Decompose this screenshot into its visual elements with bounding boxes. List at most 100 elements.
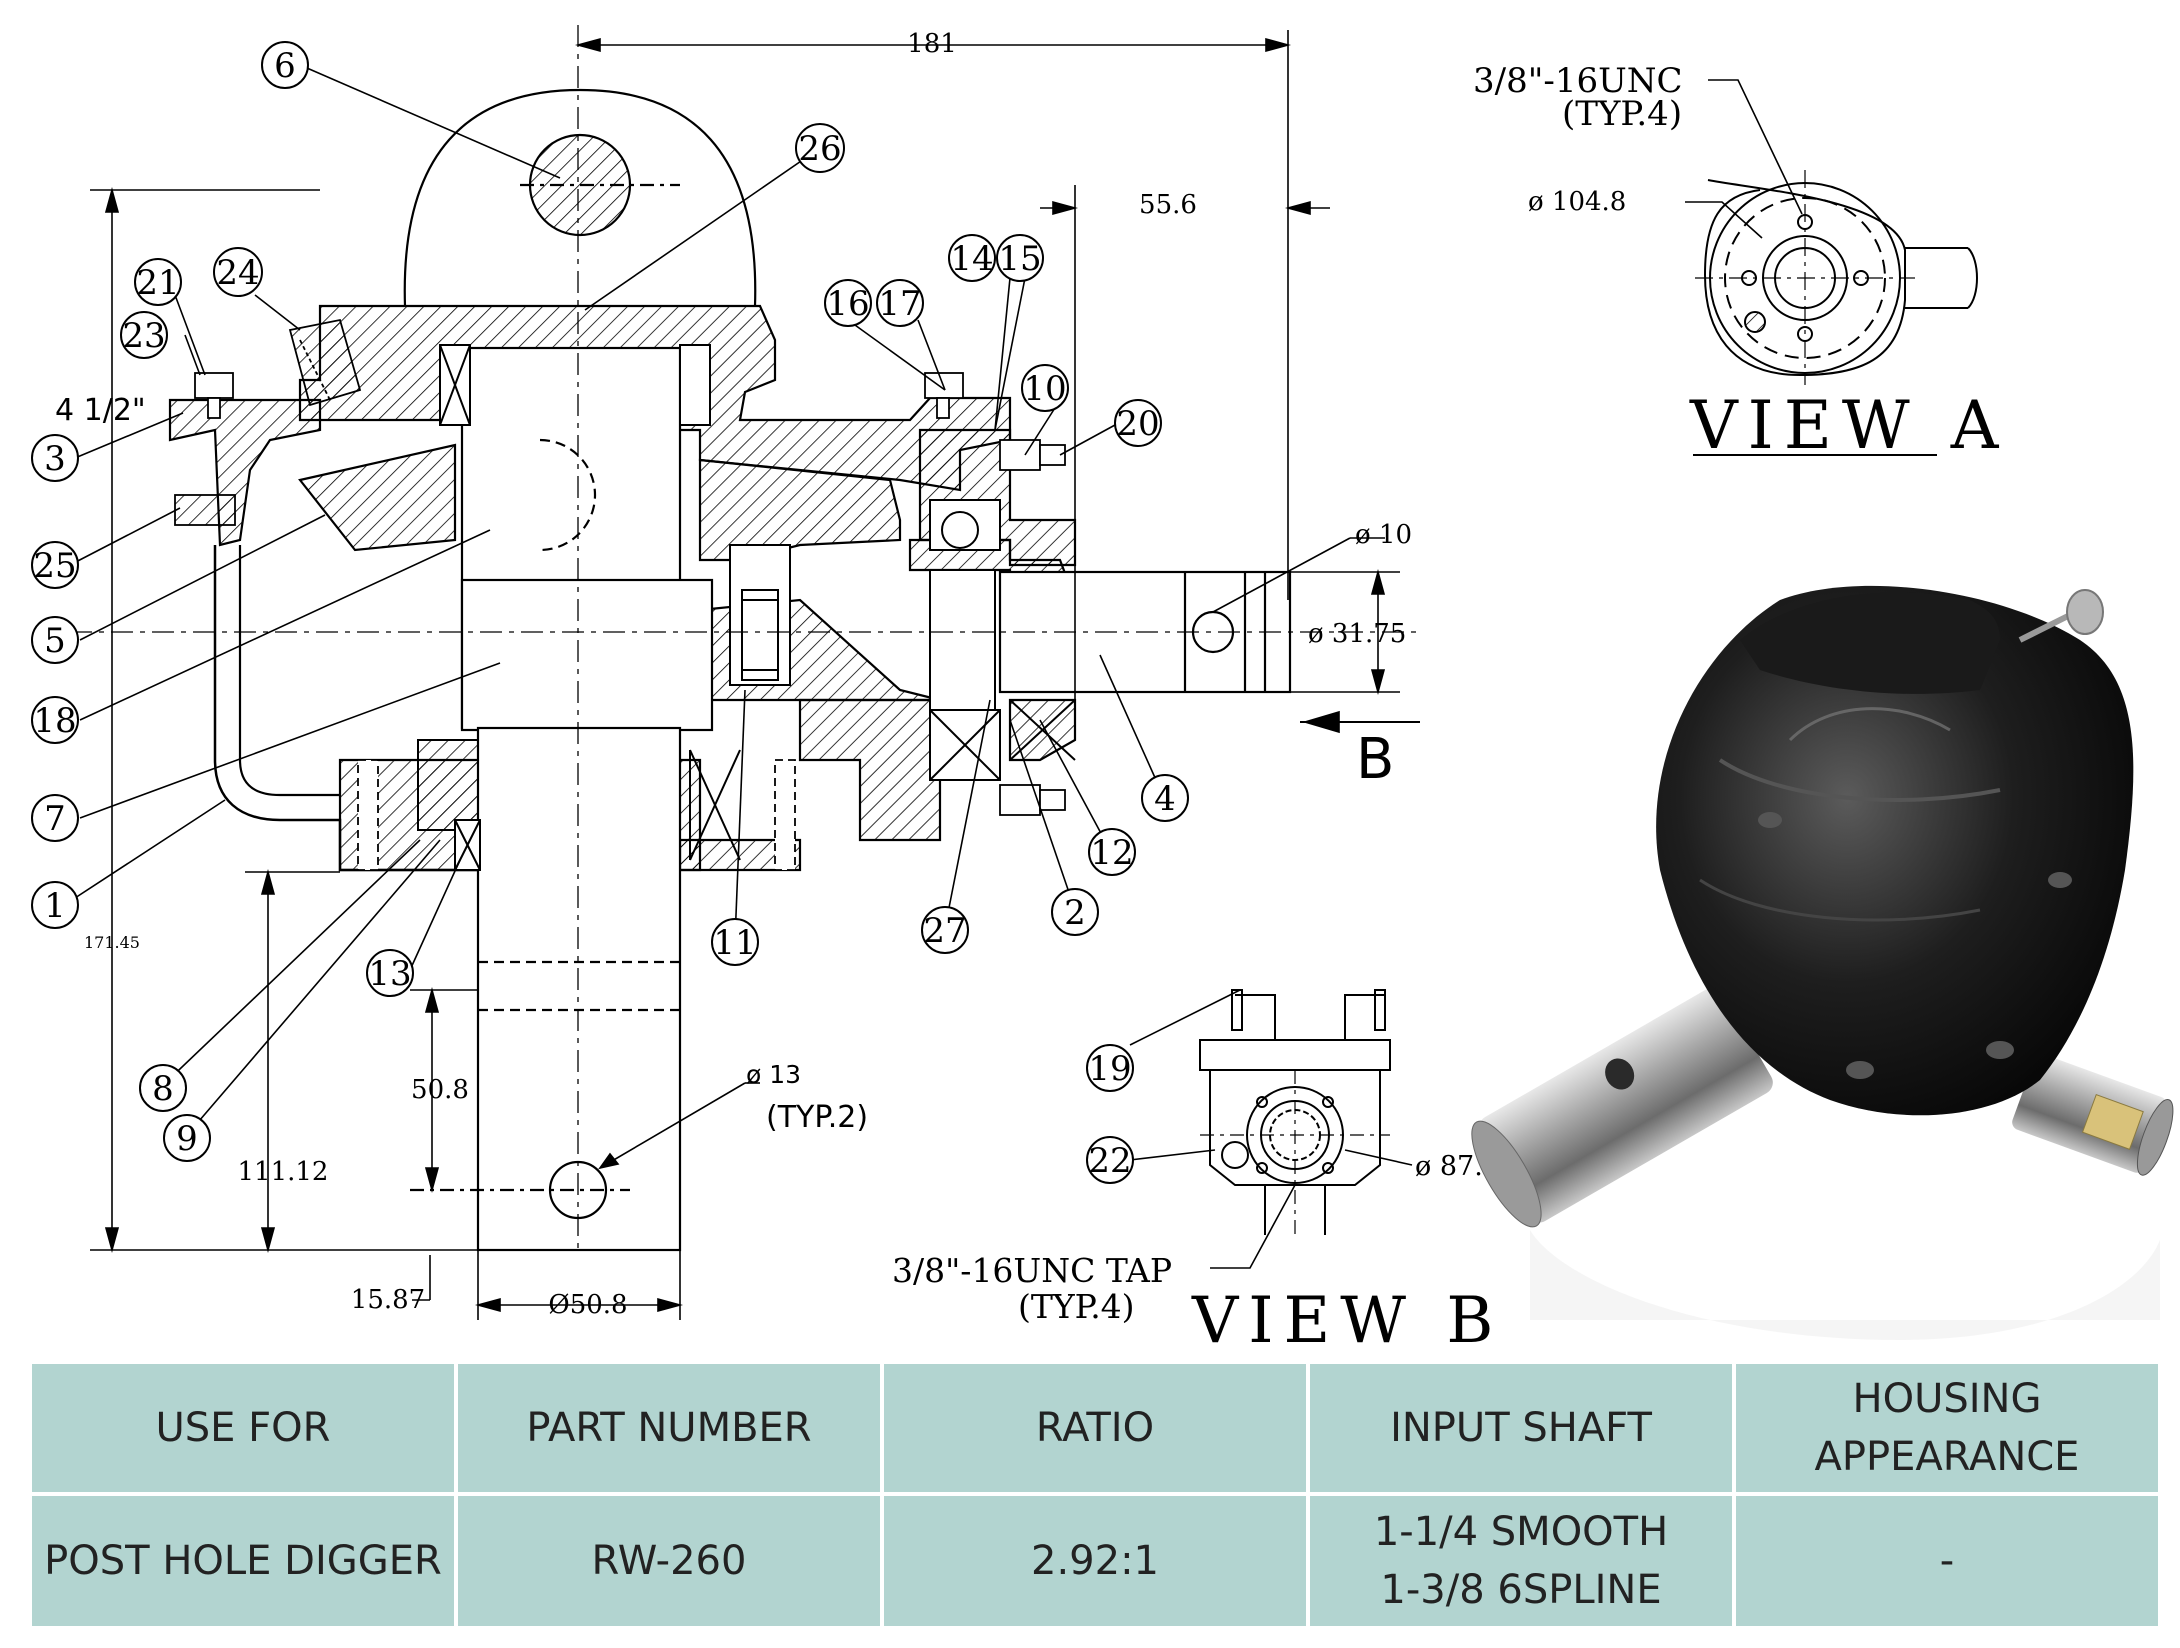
- balloon-7: 7: [31, 794, 79, 842]
- view-b-tap-typ: (TYP.4): [1018, 1287, 1135, 1326]
- dim-pin-diameter: ø 10: [1355, 520, 1412, 550]
- balloon-25: 25: [31, 541, 79, 589]
- svg-text:26: 26: [798, 129, 841, 169]
- svg-text:14: 14: [950, 239, 993, 279]
- svg-text:21: 21: [136, 263, 179, 303]
- balloon-23: 23: [120, 311, 168, 359]
- view-a-labels: 3/8"-16UNC (TYP.4) ø 104.8 VIEW A: [1473, 61, 2008, 464]
- svg-text:19: 19: [1088, 1049, 1131, 1089]
- breather-plug: [288, 318, 362, 407]
- drain-plug: [174, 494, 236, 526]
- view-a-thread: 3/8"-16UNC: [1473, 61, 1683, 101]
- svg-text:9: 9: [176, 1119, 198, 1159]
- header-ratio: RATIO: [880, 1360, 1310, 1496]
- view-b-arrow-label: B: [1356, 727, 1394, 792]
- needle-bearing: [689, 544, 791, 861]
- view-b: [1199, 989, 1413, 1269]
- output-shaft: [476, 726, 682, 1252]
- balloon-19: 19: [1086, 1044, 1134, 1092]
- balloon-27: 27: [921, 906, 969, 954]
- balloon-18: 18: [31, 696, 79, 744]
- view-a-title: VIEW A: [1689, 387, 2008, 464]
- balloon-12: 12: [1088, 828, 1136, 876]
- dim-input-diameter: ø 31.75: [1308, 619, 1406, 649]
- view-b-tap: 3/8"-16UNC TAP: [892, 1251, 1172, 1290]
- dim-end-offset: 15.87: [351, 1285, 425, 1315]
- balloon-20: 20: [1114, 399, 1162, 447]
- balloon-8: 8: [139, 1064, 187, 1112]
- svg-text:23: 23: [122, 316, 165, 356]
- balloon-leaders: [69, 64, 1241, 1161]
- input-shaft-line-1: 1-1/4 SMOOTH: [1373, 1509, 1669, 1555]
- svg-text:27: 27: [923, 911, 966, 951]
- input-shaft-line-2: 1-3/8 6SPLINE: [1380, 1567, 1662, 1613]
- spec-table: USE FOR PART NUMBER RATIO INPUT SHAFT HO…: [28, 1360, 2162, 1630]
- dim-hole-diameter: ø 13: [746, 1060, 801, 1089]
- svg-text:4: 4: [1154, 779, 1176, 819]
- balloon-16: 16: [824, 279, 872, 327]
- svg-text:10: 10: [1023, 369, 1066, 409]
- dim-bore-to-end: 50.8: [411, 1075, 469, 1105]
- header-use-for: USE FOR: [28, 1360, 458, 1496]
- svg-text:11: 11: [713, 923, 756, 963]
- dim-input-offset: 55.6: [1139, 190, 1197, 220]
- header-housing-appearance: HOUSING APPEARANCE: [1732, 1360, 2162, 1496]
- photo-output-shaft: [1479, 987, 1773, 1223]
- balloon-17: 17: [876, 279, 924, 327]
- balloon-2: 2: [1051, 888, 1099, 936]
- dim-overall-width: 181: [907, 29, 957, 59]
- dim-shaft-length: 111.12: [238, 1157, 329, 1187]
- view-a-bolt-circle: ø 104.8: [1528, 187, 1626, 217]
- bevel-pinion-section: [298, 443, 457, 552]
- svg-text:15: 15: [998, 239, 1041, 279]
- view-b-labels: 3/8"-16UNC TAP (TYP.4) ø 87.3 VIEW B: [892, 1151, 1503, 1358]
- svg-text:5: 5: [44, 621, 66, 661]
- cell-input-shaft: 1-1/4 SMOOTH 1-3/8 6SPLINE: [1306, 1492, 1736, 1630]
- balloon-5: 5: [31, 616, 79, 664]
- svg-text:17: 17: [878, 284, 921, 324]
- balloon-4: 4: [1141, 774, 1189, 822]
- view-b-title: VIEW B: [1191, 1284, 1503, 1358]
- balloon-6: 6: [261, 41, 309, 89]
- svg-text:13: 13: [368, 954, 411, 994]
- balloon-11: 11: [711, 918, 759, 966]
- bevel-gear-section: [698, 458, 902, 562]
- input-bearing: [929, 499, 1076, 781]
- cell-use-for: POST HOLE DIGGER: [28, 1492, 458, 1630]
- cell-housing-appearance: -: [1732, 1492, 2162, 1630]
- svg-text:1: 1: [44, 886, 66, 926]
- upper-bearing: [439, 344, 711, 426]
- bolts: [194, 372, 1066, 871]
- balloon-1: 1: [31, 881, 79, 929]
- balloon-10: 10: [1021, 364, 1069, 412]
- balloon-14: 14: [948, 234, 996, 282]
- balloon-15: 15: [996, 234, 1044, 282]
- balloon-24: 24: [213, 247, 263, 297]
- svg-text:16: 16: [826, 284, 869, 324]
- spec-table-row: POST HOLE DIGGER RW-260 2.92:1 1-1/4 SMO…: [28, 1492, 2162, 1630]
- main-section-view: [70, 25, 1420, 1252]
- dimension-labels: 181 55.6 171.45 111.12 50.8 15.87 Ø50.8 …: [55, 29, 1412, 1320]
- svg-text:20: 20: [1116, 404, 1159, 444]
- svg-text:7: 7: [44, 799, 66, 839]
- view-a-thread-typ: (TYP.4): [1562, 94, 1682, 134]
- svg-text:18: 18: [33, 701, 76, 741]
- dimension-lines: [90, 30, 1420, 1320]
- gearbox-product-photo: [1471, 585, 2174, 1340]
- svg-text:24: 24: [216, 253, 259, 293]
- dim-height: 171.45: [84, 933, 140, 952]
- svg-text:8: 8: [152, 1069, 174, 1109]
- dim-output-diameter: Ø50.8: [548, 1290, 627, 1320]
- lower-bearing: [417, 739, 481, 871]
- header-part-number: PART NUMBER: [454, 1360, 884, 1496]
- svg-text:22: 22: [1088, 1141, 1131, 1181]
- svg-text:6: 6: [274, 46, 296, 86]
- balloon-9: 9: [163, 1114, 211, 1162]
- svg-text:2: 2: [1064, 893, 1086, 933]
- cell-part-number: RW-260: [454, 1492, 884, 1630]
- cell-ratio: 2.92:1: [880, 1492, 1310, 1630]
- svg-text:3: 3: [44, 439, 66, 479]
- balloon-21: 21: [134, 258, 182, 306]
- dim-top: 4 1/2": [55, 393, 146, 428]
